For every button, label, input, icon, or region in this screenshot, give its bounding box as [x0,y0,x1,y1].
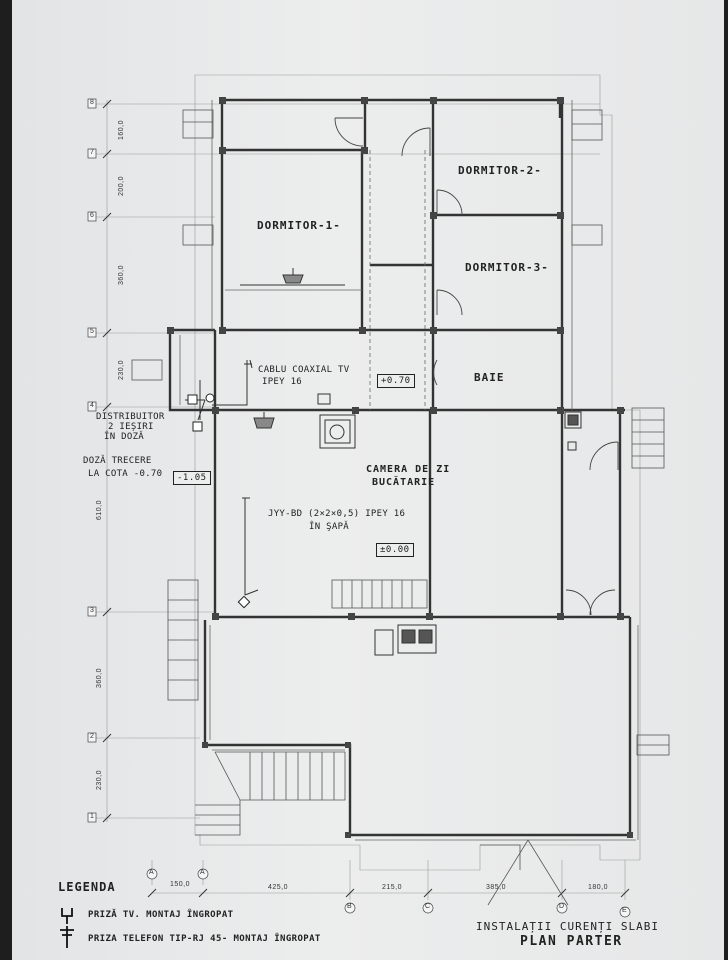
axis-row-label: 2 [90,733,95,740]
axis-col-label: B [347,903,353,910]
dim-vertical: 360,0 [118,264,125,285]
axis-row-label: 4 [90,402,95,409]
level-marker-zero: ±0.00 [376,543,414,557]
note-doza-trecere: DOZĂ TRECERE [83,456,152,466]
note-doza-cota: LA COTA -0.70 [88,469,163,479]
dim-horizontal: 385,0 [486,884,507,891]
room-dormitor-2: DORMITOR-2- [458,164,542,177]
dim-vertical: 160,0 [118,119,125,140]
axis-col-label: E [622,907,628,914]
dim-vertical: 360,0 [96,667,103,688]
axis-row-label: 1 [90,813,95,820]
axis-row-label: 5 [90,328,95,335]
room-dormitor-3: DORMITOR-3- [465,261,549,274]
level-marker-minus-105: -1.05 [173,471,211,485]
note-cablu-ipey: IPEY 16 [262,377,303,387]
axis-col-label: D [559,903,565,910]
note-jyy-cable: JYY-BD (2×2×0,5) IPEY 16 [268,509,406,519]
level-marker-plus-070: +0.70 [377,374,415,388]
axis-row-label: 3 [90,607,95,614]
axis-row-label: 8 [90,99,95,106]
legend-icons [60,908,74,948]
legend-item-phone-socket: PRIZA TELEFON TIP-RJ 45- MONTAJ ÎNGROPAT [88,934,321,944]
title-instalatii: INSTALAȚII CURENȚI SLABI [476,920,659,933]
dim-horizontal: 425,0 [268,884,289,891]
room-dormitor-1: DORMITOR-1- [257,219,341,232]
axis-col-label: A [200,869,206,876]
room-baie: BAIE [474,371,505,384]
title-plan-parter: PLAN PARTER [520,934,623,949]
note-distribuitor: DISTRIBUITOR [96,412,165,422]
drawing-sheet [12,0,724,960]
note-distribuitor-iesiri: 2 IEȘIRI [108,422,154,432]
dim-vertical: 230,0 [96,769,103,790]
room-bucatarie: BUCĂTARIE [372,477,436,488]
note-cablu-coaxial: CABLU COAXIAL TV [258,365,350,375]
axis-row-label: 6 [90,212,95,219]
dim-vertical: 610,0 [96,499,103,520]
axis-row-label: 7 [90,149,95,156]
dim-horizontal: 150,0 [170,881,191,888]
axis-col-label: C [425,903,431,910]
note-distribuitor-doza: ÎN DOZĂ [104,432,145,442]
legend-title: LEGENDA [58,880,116,894]
dim-vertical: 230,0 [118,359,125,380]
note-jyy-sapa: ÎN ŞAPĂ [309,522,350,532]
dim-vertical: 200,0 [118,175,125,196]
legend-item-tv-socket: PRIZĂ TV. MONTAJ ÎNGROPAT [88,910,234,920]
room-camera-de-zi: CAMERA DE ZI [366,464,451,475]
dim-horizontal: 215,0 [382,884,403,891]
dim-horizontal: 180,0 [588,884,609,891]
axis-col-label: A [149,869,155,876]
